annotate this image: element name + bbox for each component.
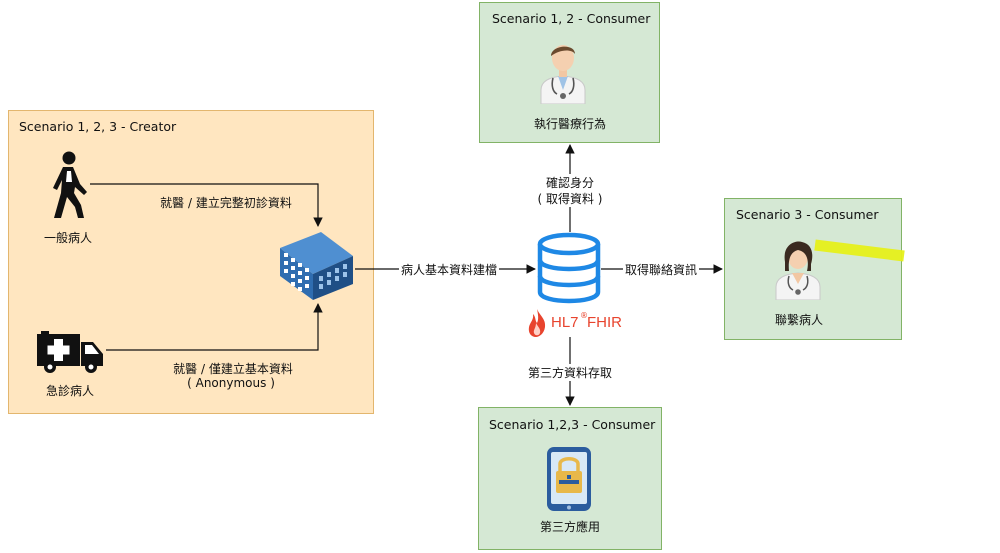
edge-db-to-right-label: 取得聯絡資訊 bbox=[622, 261, 700, 278]
walking-person-icon bbox=[53, 151, 87, 218]
patient-general-label: 一般病人 bbox=[43, 231, 93, 245]
fhir-product: FHIR bbox=[587, 314, 622, 331]
edge-general-to-hospital bbox=[90, 183, 323, 227]
consumer-bottom-label: 第三方應用 bbox=[539, 520, 601, 534]
edge-emergency-to-hospital bbox=[106, 303, 323, 351]
consumer-right-title: Scenario 3 - Consumer bbox=[736, 207, 879, 222]
fhir-reg-mark: ® bbox=[580, 311, 588, 320]
edge-db-to-top-label-1: 確認身分 bbox=[543, 174, 597, 191]
doctor-icon bbox=[540, 45, 586, 104]
edge-db-to-bottom-label: 第三方資料存取 bbox=[525, 364, 615, 381]
fhir-brand: HL7 bbox=[551, 314, 579, 331]
mobile-lock-icon bbox=[547, 447, 591, 511]
edge-emergency-label-2: ( Anonymous ) bbox=[187, 376, 275, 390]
edge-emergency-label-1: 就醫 / 僅建立基本資料 bbox=[173, 362, 293, 376]
patient-emergency-label: 急診病人 bbox=[45, 384, 95, 398]
edge-db-to-top-label-2: ( 取得資料 ) bbox=[535, 190, 605, 207]
consumer-right-label: 聯繫病人 bbox=[774, 313, 824, 327]
database-icon bbox=[537, 232, 601, 304]
consumer-top-label: 執行醫療行為 bbox=[533, 117, 607, 131]
fhir-flame-icon bbox=[528, 309, 546, 337]
consumer-bottom-title: Scenario 1,2,3 - Consumer bbox=[489, 417, 656, 432]
edge-general-label: 就醫 / 建立完整初診資料 bbox=[160, 196, 292, 210]
highlight-mark bbox=[814, 239, 905, 262]
consumer-top-title: Scenario 1, 2 - Consumer bbox=[492, 11, 651, 26]
nurse-icon bbox=[775, 241, 821, 300]
fhir-logo: HL7 ® FHIR bbox=[526, 306, 626, 340]
hospital-building-icon bbox=[280, 232, 353, 300]
consumer-top-container: Scenario 1, 2 - Consumer bbox=[479, 2, 660, 143]
ambulance-icon bbox=[37, 331, 103, 373]
edge-hospital-to-db-label: 病人基本資料建檔 bbox=[398, 261, 500, 278]
consumer-right-container: Scenario 3 - Consumer bbox=[724, 198, 902, 340]
creator-title: Scenario 1, 2, 3 - Creator bbox=[19, 119, 177, 134]
